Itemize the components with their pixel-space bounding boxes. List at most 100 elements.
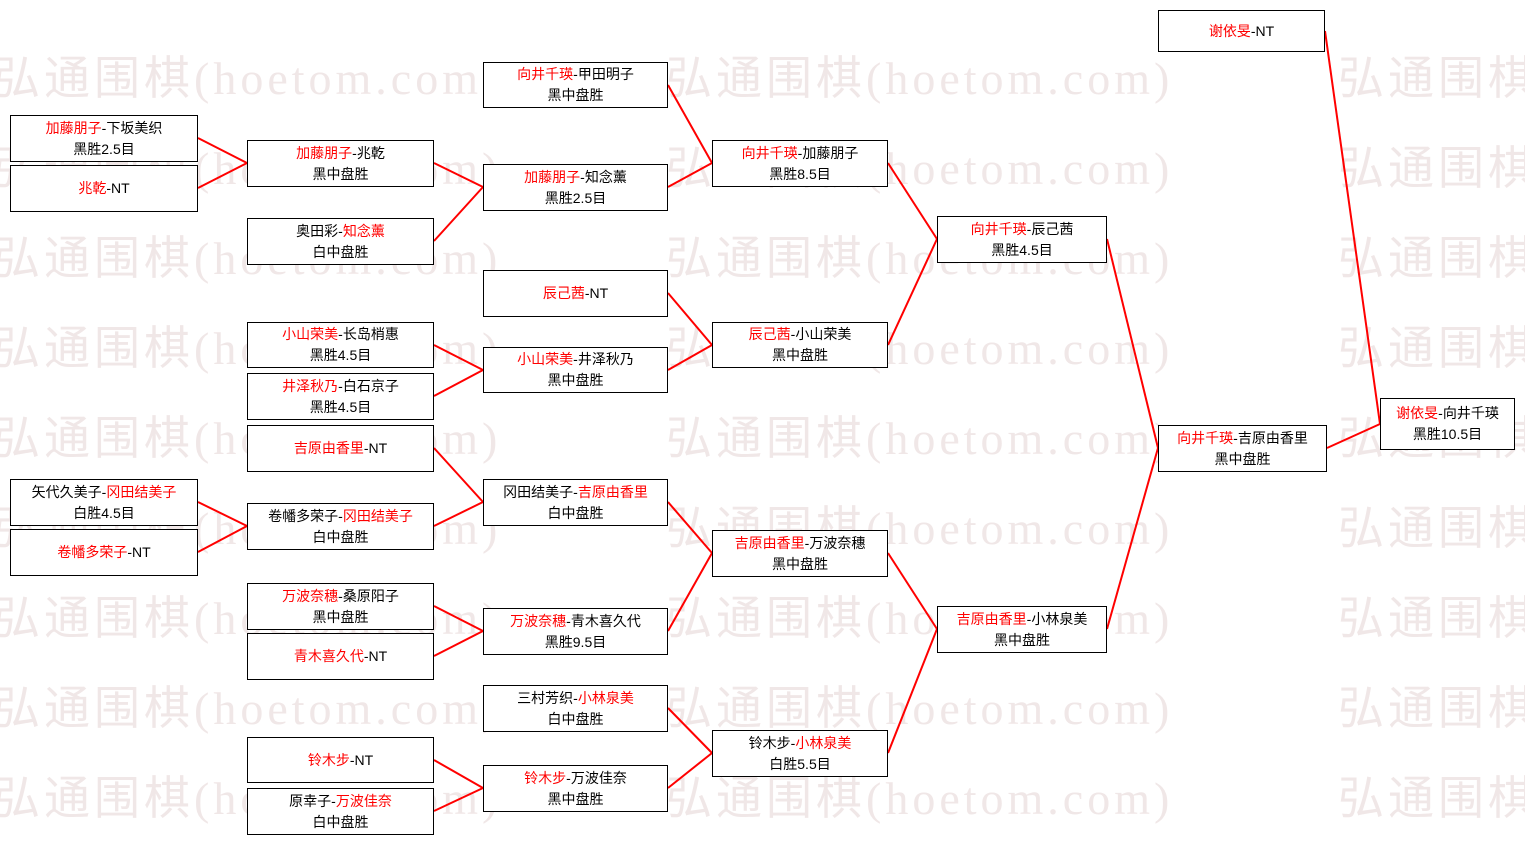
match-players: 向井千瑛-辰己茜 [938,219,1106,240]
player-name-loser: -NT [127,544,151,560]
match-players: 辰己茜-NT [484,283,667,304]
match-box: 卷幡多荣子-冈田结美子白中盘胜 [247,503,434,550]
match-players: 冈田结美子-吉原由香里 [484,482,667,503]
player-name-loser: 冈田结美子- [503,483,578,500]
watermark-text: 弘通围棋(hoetom.com) [666,683,1174,734]
match-result: 黑中盘胜 [312,608,369,625]
player-name-winner: 冈田结美子 [342,507,413,524]
match-result: 黑胜10.5目 [1412,426,1483,442]
match-box: 兆乾-NT [10,165,198,212]
match-players: 谢依旻-向井千瑛 [1381,403,1514,424]
player-name-winner: 小山荣美 [517,351,574,367]
match-players: 铃木步-万波佳奈 [484,768,667,789]
match-box: 辰己茜-小山荣美黑中盘胜 [712,322,888,368]
match-box: 冈田结美子-吉原由香里白中盘胜 [483,479,668,526]
match-result: 白胜4.5目 [73,504,135,521]
connector-line [433,787,484,812]
watermark-text: 弘通围棋(hoetom.com) [1338,53,1525,104]
connector-line [667,344,713,371]
match-box: 铃木步-万波佳奈黑中盘胜 [483,765,668,812]
player-name-winner: 加藤朋子 [524,168,581,185]
connector-line [433,501,484,527]
match-box: 向井千瑛-辰己茜黑胜4.5目 [937,216,1107,263]
match-players: 加藤朋子-知念薰 [484,167,667,188]
player-name-winner: 万波奈穗 [282,587,339,604]
connector-line [433,186,484,242]
match-players: 三村芳织-小林泉美 [484,688,667,709]
connector-line [433,605,484,632]
player-name-loser: -NT [106,180,130,196]
connector-line [197,525,248,553]
player-name-winner: 向井千瑛 [970,220,1027,237]
match-result: 黑中盘胜 [312,165,369,182]
player-name-winner: 小林泉美 [577,689,634,706]
player-name-loser: -小山荣美 [790,326,852,342]
match-box: 向井千瑛-甲田明子黑中盘胜 [483,62,668,108]
match-box: 辰己茜-NT [483,270,668,317]
player-name-winner: 辰己茜 [542,285,585,301]
match-players: 加藤朋子-下坂美织 [11,118,197,139]
match-players: 卷幡多荣子-冈田结美子 [248,506,433,527]
match-players: 井泽秋乃-白石京子 [248,376,433,397]
connector-line [433,344,484,371]
match-result: 黑中盘胜 [547,790,604,807]
match-players: 卷幡多荣子-NT [11,542,197,563]
watermark-text: 弘通围棋(hoetom.com) [1338,233,1525,284]
connector-line [887,162,938,240]
player-name-winner: 青木喜久代 [293,648,364,664]
match-box: 铃木步-NT [247,737,434,783]
match-players: 吉原由香里-万波奈穗 [713,533,887,554]
player-name-loser: 奥田彩- [296,222,343,239]
player-name-winner: 铃木步 [524,769,567,786]
match-players: 铃木步-小林泉美 [713,733,887,754]
watermark-text: 弘通围棋(hoetom.com) [1338,773,1525,824]
match-players: 小山荣美-井泽秋乃 [484,349,667,370]
match-box: 万波奈穗-桑原阳子黑中盘胜 [247,583,434,630]
watermark-text: 弘通围棋(hoetom.com) [1338,503,1525,554]
player-name-loser: -万波佳奈 [566,769,627,786]
player-name-loser: -甲田明子 [573,66,634,82]
match-box: 矢代久美子-冈田结美子白胜4.5目 [10,479,198,526]
player-name-winner: 小山荣美 [282,326,339,342]
player-name-winner: 万波奈穗 [510,612,567,629]
player-name-loser: -NT [1250,22,1275,39]
match-players: 吉原由香里-小林泉美 [938,609,1106,630]
connector-line [197,162,248,189]
match-result: 黑中盘胜 [772,347,828,363]
match-result: 白中盘胜 [547,504,604,521]
match-players: 万波奈穗-桑原阳子 [248,586,433,607]
match-players: 加藤朋子-兆乾 [248,143,433,164]
connector-line [197,501,248,527]
connector-line [433,369,484,397]
match-result: 黑胜4.5目 [309,398,372,415]
match-box: 加藤朋子-知念薰黑胜2.5目 [483,164,668,211]
player-name-winner: 卷幡多荣子 [57,544,128,560]
player-name-winner: 向井千瑛 [741,144,798,161]
match-players: 青木喜久代-NT [248,646,433,667]
player-name-winner: 向井千瑛 [517,66,574,82]
match-players: 向井千瑛-吉原由香里 [1159,428,1326,449]
match-players: 小山荣美-长岛梢惠 [248,324,433,345]
match-players: 向井千瑛-加藤朋子 [713,143,887,164]
connector-line [887,552,938,630]
player-name-winner: 加藤朋子 [45,119,102,136]
player-name-winner: 铃木步 [307,751,350,768]
connector-line [887,238,938,346]
connector-line [887,628,938,754]
player-name-loser: -辰己茜 [1026,220,1074,237]
player-name-winner: 吉原由香里 [956,610,1027,627]
match-box: 谢依旻-向井千瑛黑胜10.5目 [1380,398,1515,450]
match-players: 兆乾-NT [11,178,197,199]
player-name-loser: -NT [584,285,609,301]
connector-line [667,707,713,754]
match-box: 小山荣美-长岛梢惠黑胜4.5目 [247,322,434,368]
player-name-loser: -向井千瑛 [1438,405,1499,421]
watermark-text: 弘通围棋(hoetom.com) [1338,593,1525,644]
connector-line [433,630,484,657]
connector-line [667,752,713,789]
match-box: 万波奈穗-青木喜久代黑胜9.5目 [483,608,668,655]
player-name-winner: 吉原由香里 [577,483,648,500]
match-box: 向井千瑛-吉原由香里黑中盘胜 [1158,425,1327,472]
player-name-loser: -长岛梢惠 [338,326,399,342]
player-name-winner: 吉原由香里 [293,440,364,456]
